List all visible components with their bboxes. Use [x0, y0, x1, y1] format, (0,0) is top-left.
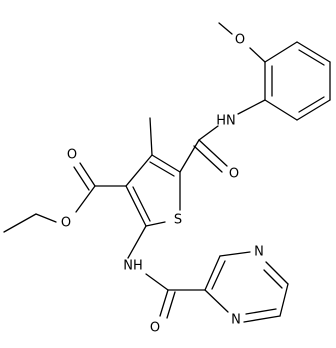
bond-ring-2b — [298, 49, 325, 66]
atom-s-ring: S — [174, 213, 182, 228]
bond-ring-5 — [264, 99, 298, 121]
atom-n-pyrazine-top: N — [254, 245, 264, 260]
bond-carbonyl-o-bottom-b — [166, 291, 176, 319]
bond-c3-c2-b — [132, 186, 151, 222]
bond-c3-c2 — [125, 185, 147, 227]
bond-pz-2 — [219, 251, 251, 257]
bond-pz-4 — [279, 283, 289, 317]
bond-nh-carbonyl — [198, 125, 219, 141]
bond-c2-s — [145, 221, 166, 227]
bond-nh-carbonyl-bottom — [145, 273, 169, 291]
atom-nh-bottom: NH — [123, 259, 143, 274]
bond-ring-4b — [298, 96, 325, 113]
atom-o-amide-right: O — [229, 167, 239, 182]
bond-ester-co — [79, 162, 96, 187]
atom-n-pyrazine-bottom: N — [231, 313, 241, 328]
bond-ring-2 — [296, 41, 331, 63]
bond-ester-o — [75, 185, 96, 213]
atom-o-methoxy: O — [235, 33, 245, 48]
bond-ester-co-b — [73, 166, 90, 191]
bond-pz-3b — [263, 269, 283, 289]
bond-pz-5b — [245, 308, 277, 315]
bond-ring-1 — [264, 41, 298, 63]
atom-o-ester-carbonyl: O — [67, 148, 77, 163]
bond-o-ethyl — [35, 213, 57, 223]
atom-o-ester-ether: O — [61, 216, 71, 231]
bond-carbonyl-c5 — [179, 139, 200, 173]
bond-c5-c4-b — [149, 161, 175, 177]
bond-pz-3 — [265, 261, 289, 285]
bond-pz-1b — [211, 260, 226, 290]
atom-o-amide-bottom: O — [150, 321, 160, 336]
bond-c4-c3 — [125, 154, 153, 187]
bond-c2-nh — [127, 225, 147, 259]
bond-pz-1 — [204, 255, 221, 291]
bond-aryl-nh — [237, 99, 266, 115]
bond-ethyl-ch3 — [3, 213, 37, 233]
bond-ring-4 — [296, 99, 331, 121]
bond-pz-5 — [243, 315, 281, 323]
atom-nh-right: HN — [216, 114, 236, 129]
bond-c4-methyl — [149, 117, 153, 156]
bond-methyl-o — [218, 22, 233, 35]
bond-pz-6 — [204, 289, 229, 313]
bond-c5-c4 — [151, 154, 181, 173]
bond-o-aryl — [249, 47, 266, 63]
bond-carbonyl-o-right — [198, 139, 228, 167]
bond-carbonyl-o-right-b — [193, 145, 223, 173]
bond-carbonyl-o-bottom — [159, 289, 169, 317]
